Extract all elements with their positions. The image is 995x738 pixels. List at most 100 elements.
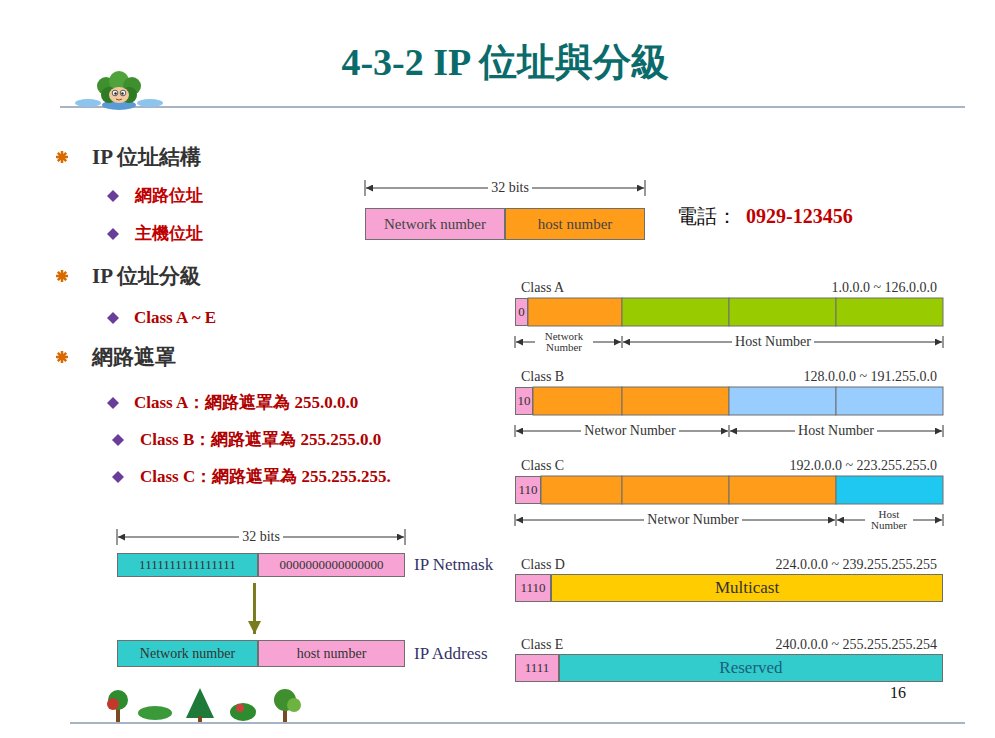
bullet-item: Class C：網路遮罩為 255.255.255.	[140, 467, 391, 487]
network-segment	[533, 387, 622, 415]
class-name: Class D	[521, 557, 565, 573]
cartoon-face	[109, 87, 129, 103]
field-span-label: Host Number	[865, 509, 913, 531]
network-field: Network number	[117, 640, 258, 667]
bullet-diamond	[112, 434, 124, 446]
host-field: host number	[505, 208, 645, 240]
host-segment	[729, 298, 836, 326]
bit-span-label: 32 bits	[239, 529, 283, 545]
bullet-heading: IP 位址分級	[92, 264, 201, 288]
field-text: Reserved	[719, 659, 782, 678]
cartoon-eye	[120, 90, 126, 96]
bullet-item: Class A：網路遮罩為 255.0.0.0	[134, 393, 358, 413]
class-prefix-bits: 110	[515, 476, 541, 504]
netmask-ones: 1111111111111111	[117, 553, 258, 577]
tree-crown	[107, 698, 119, 710]
host-segment	[729, 387, 836, 415]
bush	[138, 706, 172, 720]
network-field: Network number	[365, 208, 505, 240]
host-segment	[836, 387, 943, 415]
host-field: host number	[258, 640, 405, 667]
bullet-diamond	[107, 312, 119, 324]
class-prefix-bits: 1111	[515, 654, 559, 682]
class-name: Class B	[521, 369, 564, 385]
field-text: 1111	[525, 661, 550, 675]
bush	[230, 703, 256, 721]
tree-trunk	[198, 716, 202, 722]
footer-rule	[70, 722, 965, 724]
bracket-tick	[365, 180, 645, 196]
network-segment	[622, 476, 729, 504]
cartoon-arm	[75, 99, 101, 107]
field-text: 10	[518, 394, 531, 408]
address-range: 1.0.0.0 ~ 126.0.0.0	[831, 280, 937, 296]
network-segment	[622, 387, 729, 415]
netmask-zeros: 0000000000000000	[258, 553, 405, 577]
bullet-item: 主機位址	[135, 224, 203, 244]
field-span-label: Network Number	[535, 331, 593, 353]
class-prefix-bits: 10	[515, 387, 533, 415]
field-span-label: Host Number	[732, 334, 814, 350]
class-name: Class E	[521, 637, 563, 653]
bullet-diamond	[112, 471, 124, 483]
phone-label: 電話：	[677, 205, 737, 228]
bullet-diamond	[107, 190, 119, 202]
bush-flower	[236, 704, 244, 712]
host-segment	[622, 298, 729, 326]
flow-arrow	[253, 583, 256, 634]
bullet-heading: IP 位址結構	[92, 145, 201, 169]
pine-tree	[186, 688, 214, 718]
bracket-tick	[117, 529, 405, 545]
field-text: Multicast	[715, 579, 779, 598]
address-range: 224.0.0.0 ~ 239.255.255.255	[775, 557, 937, 573]
row-label: IP Address	[414, 644, 488, 664]
field-span-label: Networ Number	[644, 512, 741, 528]
class-name: Class C	[521, 458, 564, 474]
bullet-star	[56, 151, 68, 163]
cartoon-arm	[137, 99, 163, 107]
address-range: 240.0.0.0 ~ 255.255.255.254	[775, 637, 937, 653]
field-text: Network number	[140, 646, 235, 661]
address-range: 192.0.0.0 ~ 223.255.255.0	[789, 458, 937, 474]
field-span-label: Host Number	[795, 423, 877, 439]
network-segment	[541, 476, 622, 504]
network-segment	[528, 298, 622, 326]
tree-crown	[287, 698, 301, 712]
field-text: 1110	[520, 581, 545, 595]
host-segment	[836, 298, 943, 326]
bit-span-label: 32 bits	[488, 180, 532, 196]
tree-crown	[108, 690, 128, 710]
multicast-band: Multicast	[551, 574, 943, 602]
class-name: Class A	[521, 280, 564, 296]
field-text: 0000000000000000	[280, 558, 384, 572]
bullet-item: Class A ~ E	[134, 308, 216, 328]
bracket-tick	[515, 425, 943, 437]
bullet-heading: 網路遮罩	[92, 345, 176, 369]
reserved-band: Reserved	[559, 654, 943, 682]
class-prefix-bits: 0	[515, 298, 528, 326]
title-rule	[60, 106, 965, 108]
bullet-star	[56, 351, 68, 363]
page-number: 16	[890, 684, 906, 702]
bullet-star	[56, 270, 68, 282]
field-text: 0	[518, 305, 525, 319]
network-segment	[729, 476, 836, 504]
bullet-item: Class B：網路遮罩為 255.255.0.0	[140, 430, 381, 450]
row-label: IP Netmask	[414, 555, 493, 575]
slide-title: 4-3-2 IP 位址與分級	[341, 41, 668, 85]
cartoon-pupil	[121, 92, 123, 94]
field-text: 1111111111111111	[139, 558, 236, 572]
bullet-diamond	[107, 228, 119, 240]
phone-number: 0929-123456	[746, 205, 853, 228]
field-text: Network number	[384, 216, 486, 233]
bullet-diamond	[107, 397, 119, 409]
field-text: 110	[518, 483, 537, 497]
field-text: host number	[297, 646, 367, 661]
cartoon-eye	[112, 90, 118, 96]
field-text: host number	[538, 216, 613, 233]
address-range: 128.0.0.0 ~ 191.255.0.0	[803, 369, 937, 385]
class-prefix-bits: 1110	[515, 574, 551, 602]
cartoon-pupil	[114, 92, 116, 94]
host-segment	[836, 476, 943, 504]
cartoon-mouth	[116, 99, 122, 100]
